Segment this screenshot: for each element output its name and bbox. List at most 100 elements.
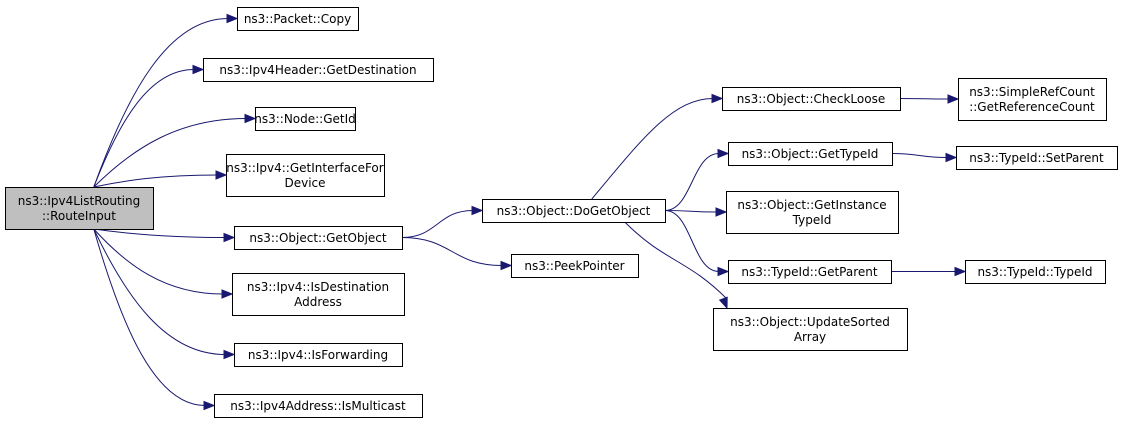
node-is-destination-address-label-2: Address [294, 295, 342, 309]
node-get-interface-for-device-label-1: ns3::Ipv4::GetInterfaceFor [226, 161, 383, 175]
edge-route_input-to-is_forwarding [93, 228, 226, 355]
node-node-getid-label-1: ns3::Node::GetId [254, 112, 356, 126]
node-typeid-typeid-label-1: ns3::TypeId::TypeId [977, 265, 1092, 279]
node-typeid-get-parent-box [728, 260, 892, 284]
arrowhead-do_get_object [471, 205, 484, 216]
node-do-get-object-label-1: ns3::Object::DoGetObject [497, 204, 651, 218]
node-route-input-label-2: ::RouteInput [42, 209, 116, 223]
edge-route_input-to-is_destination_address [93, 228, 224, 295]
node-typeid-set-parent-label-1: ns3::TypeId::SetParent [969, 151, 1104, 165]
node-is-forwarding-box [234, 343, 403, 367]
node-packet-copy[interactable]: ns3::Packet::Copy [237, 7, 359, 31]
node-do-get-object[interactable]: ns3::Object::DoGetObject [482, 199, 666, 223]
node-get-interface-for-device-box [226, 154, 385, 197]
node-node-getid[interactable]: ns3::Node::GetId [254, 107, 356, 131]
edge-do_get_object-to-check_loose [591, 98, 714, 200]
node-typeid-get-parent-label-1: ns3::TypeId::GetParent [741, 265, 877, 279]
node-get-instance-type-id-label-2: TypeId [792, 213, 832, 227]
arrowhead-get_destination [192, 64, 205, 75]
node-get-destination-label-1: ns3::Ipv4Header::GetDestination [219, 63, 416, 77]
node-check-loose-box [722, 87, 901, 111]
node-is-multicast[interactable]: ns3::Ipv4Address::IsMulticast [214, 394, 423, 418]
node-simple-ref-count[interactable]: ns3::SimpleRefCount::GetReferenceCount [958, 78, 1107, 121]
edge-route_input-to-get_destination [93, 69, 195, 188]
node-do-get-object-box [482, 199, 666, 223]
node-update-sorted-array-label-2: Array [794, 330, 826, 344]
node-get-object-label-1: ns3::Object::GetObject [249, 231, 387, 245]
node-is-multicast-label-1: ns3::Ipv4Address::IsMulticast [230, 399, 406, 413]
node-get-type-id-box [728, 142, 893, 166]
arrowhead-get_object [223, 232, 236, 243]
arrowhead-get_instance_type_id [715, 207, 728, 217]
node-get-object[interactable]: ns3::Object::GetObject [234, 226, 403, 250]
node-typeid-set-parent-box [956, 146, 1118, 170]
edge-get_type_id-to-typeid_set_parent [891, 153, 948, 158]
node-check-loose-label-1: ns3::Object::CheckLoose [737, 92, 885, 106]
edge-get_object-to-peek_pointer [401, 237, 503, 266]
arrowhead-typeid_set_parent [945, 152, 958, 163]
edge-do_get_object-to-typeid_get_parent [664, 210, 720, 272]
edge-route_input-to-is_multicast [93, 228, 206, 406]
arrowhead-get_type_id [717, 148, 730, 159]
edges-layer [93, 13, 967, 411]
node-route-input-box [5, 187, 154, 230]
nodes-layer: ns3::Ipv4ListRouting::RouteInput ns3::Pac… [5, 7, 1118, 418]
node-node-getid-box [255, 107, 356, 131]
node-get-destination[interactable]: ns3::Ipv4Header::GetDestination [203, 58, 434, 82]
node-get-destination-box [203, 58, 434, 82]
arrowhead-is_multicast [203, 400, 216, 411]
node-is-destination-address-box [232, 273, 405, 316]
node-get-type-id[interactable]: ns3::Object::GetTypeId [728, 142, 893, 166]
arrowhead-packet_copy [226, 13, 239, 24]
arrowhead-simple_ref_count [947, 94, 960, 104]
node-route-input-label-1: ns3::Ipv4ListRouting [18, 194, 140, 208]
arrowhead-typeid_get_parent [717, 266, 730, 277]
arrowhead-typeid_typeid [954, 266, 967, 277]
node-is-multicast-box [214, 394, 423, 418]
arrowhead-get_interface_for_device [215, 170, 228, 180]
arrowhead-check_loose [711, 93, 724, 104]
node-packet-copy-label-1: ns3::Packet::Copy [244, 12, 351, 26]
node-typeid-get-parent[interactable]: ns3::TypeId::GetParent [728, 260, 892, 284]
node-is-destination-address-label-1: ns3::Ipv4::IsDestination [247, 280, 389, 294]
node-peek-pointer-box [511, 254, 639, 278]
arrowhead-is_forwarding [223, 349, 236, 360]
edge-do_get_object-to-get_instance_type_id [664, 210, 718, 213]
node-update-sorted-array-label-1: ns3::Object::UpdateSorted [730, 315, 890, 329]
node-get-object-box [234, 226, 403, 250]
node-packet-copy-box [237, 7, 359, 31]
edge-route_input-to-get_interface_for_device [93, 174, 218, 188]
arrowhead-peek_pointer [500, 260, 513, 271]
node-is-forwarding[interactable]: ns3::Ipv4::IsForwarding [234, 343, 403, 367]
edge-do_get_object-to-get_type_id [664, 153, 720, 211]
node-peek-pointer-label-1: ns3::PeekPointer [524, 259, 624, 273]
arrowhead-node_getid [244, 113, 257, 124]
node-typeid-typeid[interactable]: ns3::TypeId::TypeId [965, 260, 1106, 284]
node-is-forwarding-label-1: ns3::Ipv4::IsForwarding [248, 348, 388, 362]
node-typeid-set-parent[interactable]: ns3::TypeId::SetParent [956, 146, 1118, 170]
node-peek-pointer[interactable]: ns3::PeekPointer [511, 254, 639, 278]
node-get-type-id-label-1: ns3::Object::GetTypeId [742, 147, 879, 161]
node-get-instance-type-id-box [726, 191, 899, 234]
node-typeid-typeid-box [965, 260, 1106, 284]
edge-route_input-to-node_getid [93, 118, 247, 188]
edge-route_input-to-packet_copy [93, 18, 229, 188]
edge-do_get_object-to-update_sorted_array [624, 221, 728, 300]
node-simple-ref-count-label-1: ns3::SimpleRefCount [969, 85, 1095, 99]
node-check-loose[interactable]: ns3::Object::CheckLoose [722, 87, 901, 111]
arrowhead-update_sorted_array [718, 296, 728, 310]
edge-route_input-to-get_object [93, 228, 226, 238]
arrowhead-is_destination_address [221, 289, 234, 299]
node-route-input[interactable]: ns3::Ipv4ListRouting::RouteInput [5, 187, 154, 230]
edge-check_loose-to-simple_ref_count [899, 98, 950, 100]
node-get-instance-type-id-label-1: ns3::Object::GetInstance [737, 198, 886, 212]
node-simple-ref-count-label-2: ::GetReferenceCount [969, 100, 1095, 114]
edge-get_object-to-do_get_object [401, 210, 474, 238]
node-simple-ref-count-box [958, 78, 1107, 121]
node-get-interface-for-device-label-2: Device [284, 176, 325, 190]
